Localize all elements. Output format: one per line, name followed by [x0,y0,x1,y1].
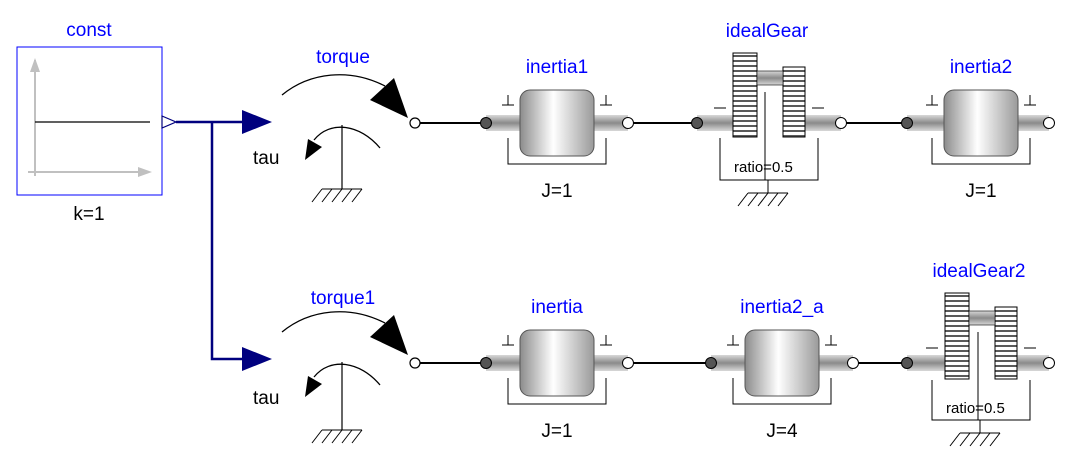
idealGear2-flange-a[interactable] [901,357,913,369]
torque-reaction-arrowhead [305,139,322,160]
inertia2-flange-a[interactable] [901,117,913,129]
inertia-flange-a[interactable] [480,357,492,369]
inertia2-name-label: inertia2 [950,57,1012,78]
torque-block[interactable]: torque tau [253,47,421,203]
idealGear-output-shaft [805,115,841,131]
torque1-name-label: torque1 [311,288,375,309]
signal-line-bottom[interactable] [210,122,244,361]
idealGear2-input-gear [944,292,970,380]
const-block-frame [16,46,163,196]
inertia-support-bracket [502,335,612,405]
idealGear-param-label: ratio=0.5 [734,159,793,176]
inertia2a-param-label: J=4 [766,421,798,442]
torque-reaction-arc [313,126,381,149]
torque-ground-icon [311,188,363,203]
mechanical-connections[interactable] [420,122,907,364]
inertia1-body [519,89,595,157]
idealGear2-input-shaft [907,355,947,371]
inertia2-block[interactable]: inertia2 J=1 [901,57,1055,202]
idealGear2-output-shaft [1017,355,1049,371]
idealGear2-mesh [968,310,996,326]
inertia2a-support-bracket [727,335,837,405]
idealGear-support-bracket [714,92,824,181]
inertia1-block[interactable]: inertia1 J=1 [480,57,634,202]
torque-name-label: torque [316,47,370,68]
idealGear2-flange-b[interactable] [1043,357,1055,369]
idealGear2-block[interactable]: idealGear2 ratio=0.5 [901,261,1055,447]
inertia2a-flange-b[interactable] [847,357,859,369]
torque1-reaction-arrowhead [305,376,322,397]
signal-connections[interactable] [176,120,244,361]
inertia2a-block[interactable]: inertia2_a J=4 [705,297,859,442]
const-block[interactable]: const k=1 [16,20,178,225]
inertia-flange-b[interactable] [622,357,634,369]
inertia1-param-label: J=1 [541,181,572,202]
idealGear-block[interactable]: idealGear ratio=0.5 [691,21,847,207]
torque-flange[interactable] [409,117,421,129]
inertia1-support-bracket [502,95,612,165]
inertia-name-label: inertia [531,297,583,318]
idealGear-mesh [756,70,784,86]
const-y-arrow [30,58,40,72]
const-param-label: k=1 [73,204,104,225]
inertia2-support-bracket [926,95,1036,165]
torque1-block[interactable]: torque1 tau [253,288,421,444]
inertia1-name-label: inertia1 [526,57,588,78]
torque1-reaction-arc [313,363,381,386]
torque1-arrowhead [370,315,408,355]
idealGear2-support-bracket [926,332,1036,421]
idealGear-ground-icon [737,192,789,207]
inertia2-flange-b[interactable] [1043,117,1055,129]
idealGear2-name-label: idealGear2 [933,261,1026,282]
torque1-arc [281,311,386,333]
const-x-arrow [138,167,152,177]
idealGear-name-label: idealGear [726,21,809,42]
inertia-param-label: J=1 [541,421,572,442]
torque1-flange[interactable] [409,357,421,369]
torque-arrowhead [370,78,408,118]
idealGear2-ground-icon [949,432,1001,447]
idealGear2-param-label: ratio=0.5 [946,400,1005,417]
torque-arc [281,74,386,96]
inertia1-flange-a[interactable] [480,117,492,129]
idealGear-flange-b[interactable] [835,117,847,129]
idealGear-input-shaft [697,115,735,131]
torque-port-label: tau [253,148,279,169]
idealGear-input-gear [732,52,758,138]
inertia2a-name-label: inertia2_a [740,297,824,318]
idealGear-flange-a[interactable] [691,117,703,129]
inertia2-param-label: J=1 [965,181,996,202]
torque1-input-arrow[interactable] [242,347,272,371]
inertia2a-body [744,329,820,397]
const-output-port[interactable] [161,115,178,129]
torque1-port-label: tau [253,388,279,409]
torque1-ground-icon [311,429,363,444]
inertia1-flange-b[interactable] [622,117,634,129]
idealGear2-output-gear [994,306,1018,380]
inertia-body [519,329,595,397]
inertia2-body [943,89,1019,157]
const-name-label: const [66,20,112,41]
inertia2a-flange-a[interactable] [705,357,717,369]
torque-input-arrow[interactable] [242,110,272,134]
idealGear-output-gear [782,66,806,138]
inertia-block[interactable]: inertia J=1 [480,297,634,442]
